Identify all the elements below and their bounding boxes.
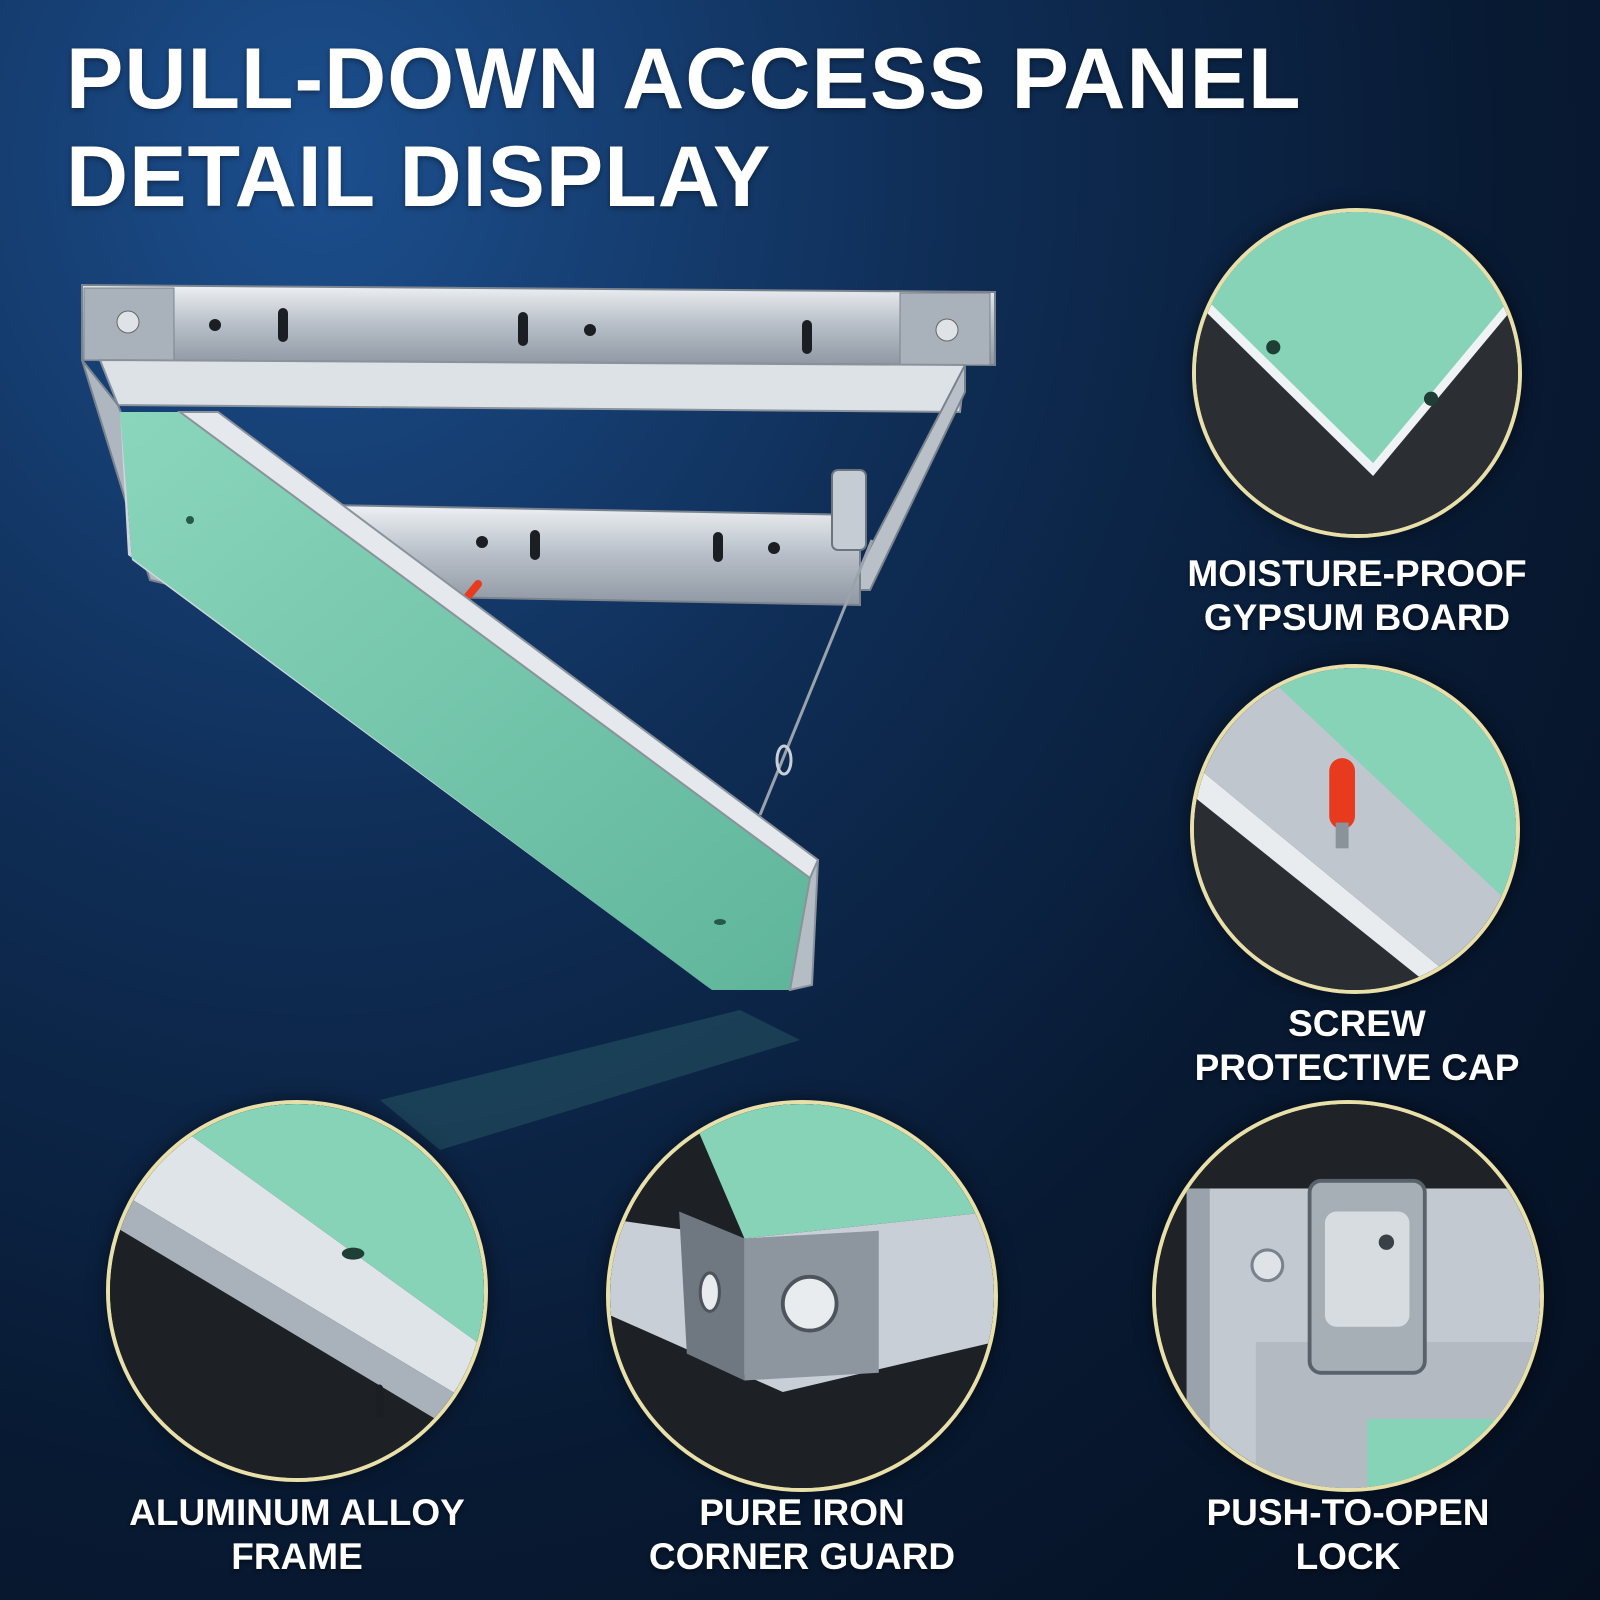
corner-guard-detail-photo [606,1100,998,1492]
caption-gypsum-board-line1: MOISTURE-PROOF [1187,553,1527,594]
caption-screw-cap-line2: PROTECTIVE CAP [1194,1047,1520,1088]
caption-push-lock: PUSH-TO-OPEN LOCK [1133,1491,1563,1579]
caption-corner-guard: PURE IRON CORNER GUARD [587,1491,1017,1579]
caption-corner-guard-line1: PURE IRON [699,1492,905,1533]
gypsum-board-detail-photo [1192,208,1522,538]
title-line-1: PULL-DOWN ACCESS PANEL [66,31,1302,127]
caption-gypsum-board: MOISTURE-PROOF GYPSUM BOARD [1142,552,1572,640]
page-title: PULL-DOWN ACCESS PANEL DETAIL DISPLAY [66,30,1302,226]
caption-corner-guard-line2: CORNER GUARD [648,1536,956,1577]
caption-aluminum-frame-line1: ALUMINUM ALLOY [129,1492,465,1533]
caption-screw-cap: SCREW PROTECTIVE CAP [1142,1002,1572,1090]
screw-cap-detail-photo [1190,664,1520,994]
caption-push-lock-line2: LOCK [1295,1536,1401,1577]
caption-aluminum-frame-line2: FRAME [231,1536,363,1577]
caption-aluminum-frame: ALUMINUM ALLOY FRAME [82,1491,512,1579]
aluminum-frame-detail-photo [106,1100,488,1482]
caption-push-lock-line1: PUSH-TO-OPEN [1206,1492,1490,1533]
caption-gypsum-board-line2: GYPSUM BOARD [1203,597,1511,638]
title-line-2: DETAIL DISPLAY [66,129,772,225]
caption-screw-cap-line1: SCREW [1288,1003,1426,1044]
push-lock-detail-photo [1152,1100,1544,1492]
